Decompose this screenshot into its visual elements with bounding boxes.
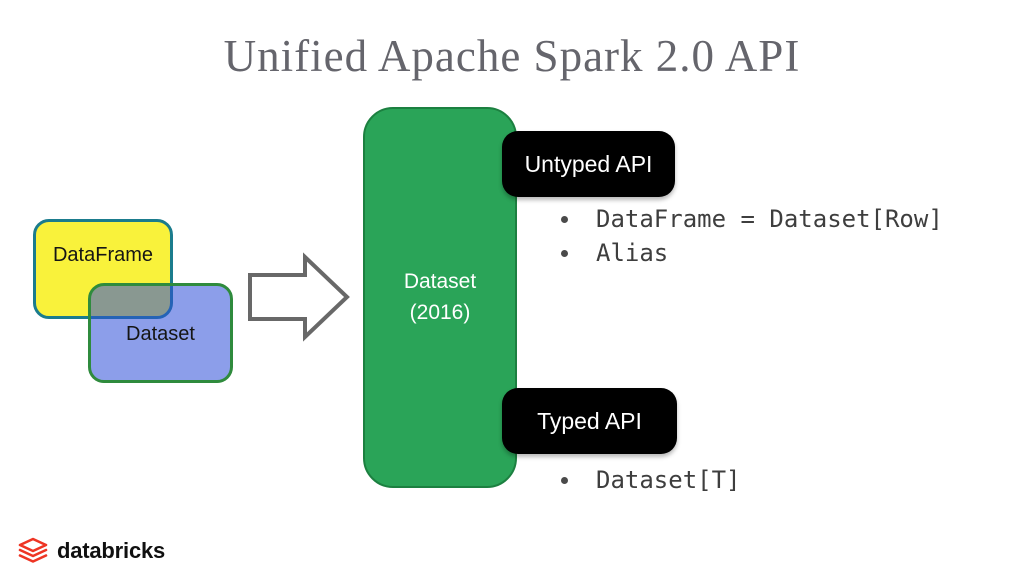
dataset-2016-box: Dataset (2016) xyxy=(363,107,517,488)
typed-api-badge: Typed API xyxy=(502,388,677,454)
dataframe-label: DataFrame xyxy=(52,244,154,266)
typed-api-bullet-list: Dataset[T] xyxy=(556,463,741,497)
typed-api-badge-label: Typed API xyxy=(537,407,642,434)
list-item: Alias xyxy=(556,236,943,270)
bullet-text: Alias xyxy=(596,239,669,267)
bullet-dot xyxy=(561,215,568,223)
databricks-logo-text: databricks xyxy=(57,538,166,563)
right-arrow-icon xyxy=(246,251,351,348)
dataset-label: Dataset xyxy=(126,323,195,345)
bullet-text: Dataset[T] xyxy=(596,466,741,494)
list-item: DataFrame = Dataset[Row] xyxy=(556,202,943,236)
untyped-api-badge-label: Untyped API xyxy=(524,150,653,177)
bullet-dot xyxy=(561,249,568,257)
untyped-api-badge: Untyped API xyxy=(502,131,675,197)
dataset-2016-line1: Dataset xyxy=(403,270,477,294)
untyped-api-bullet-list: DataFrame = Dataset[Row] Alias xyxy=(556,202,943,270)
list-item: Dataset[T] xyxy=(556,463,741,497)
bullet-text: DataFrame = Dataset[Row] xyxy=(596,205,943,233)
dataset-2016-line2: (2016) xyxy=(409,300,471,324)
page-title: Unified Apache Spark 2.0 API xyxy=(223,31,801,81)
databricks-logo: databricks xyxy=(16,537,165,565)
dataset-box: Dataset xyxy=(88,283,233,383)
databricks-logo-icon xyxy=(16,537,50,565)
bullet-dot xyxy=(561,476,568,484)
